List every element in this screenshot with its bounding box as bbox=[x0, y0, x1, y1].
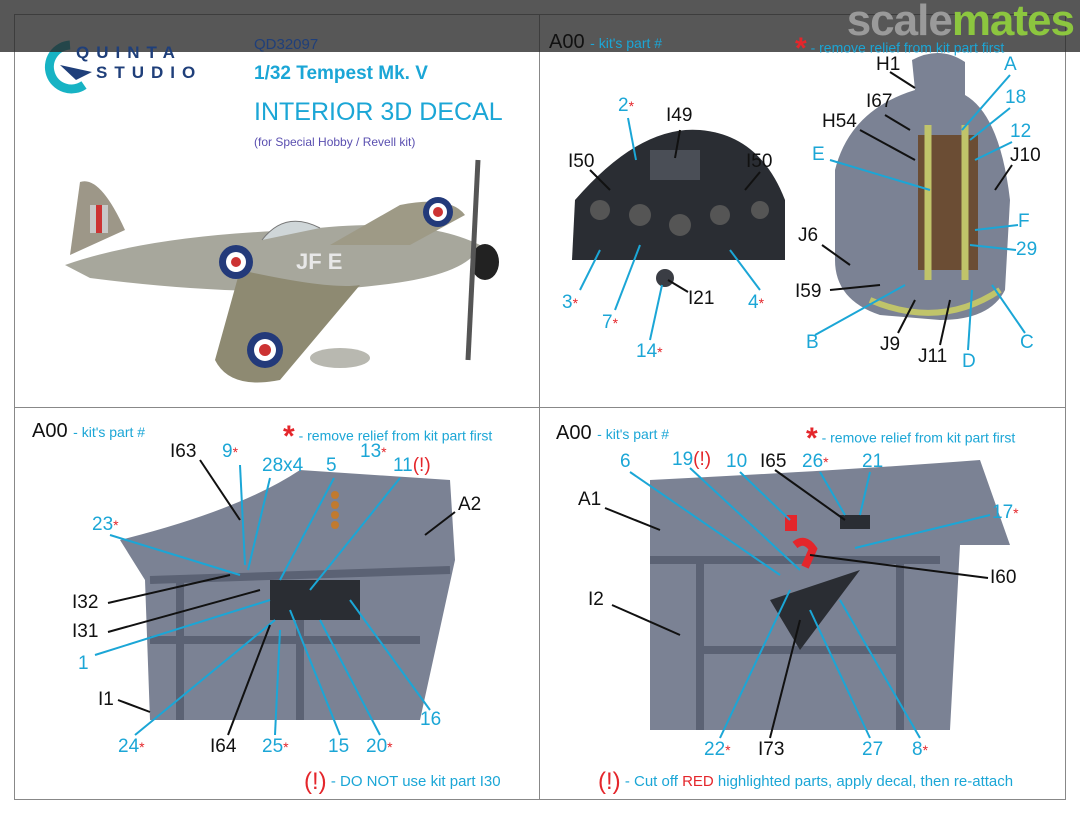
callout: J10 bbox=[1010, 145, 1041, 166]
product-compat: (for Special Hobby / Revell kit) bbox=[254, 135, 416, 149]
aircraft-illustration bbox=[65, 159, 499, 383]
cockpit-right-illustration bbox=[650, 460, 1010, 730]
legend-tr: A00 - kit's part # bbox=[549, 31, 663, 53]
callout: 2* bbox=[618, 95, 635, 116]
callout: 12 bbox=[1010, 121, 1032, 142]
asterisk-note-bl: * - remove relief from kit part first bbox=[283, 420, 493, 453]
callout: 10 bbox=[726, 451, 748, 472]
callout: I50 bbox=[746, 151, 773, 172]
callout: I65 bbox=[760, 451, 787, 472]
callout: 9* bbox=[222, 441, 239, 462]
callout: I67 bbox=[866, 91, 893, 112]
callout: 17* bbox=[992, 502, 1019, 523]
logo-line2: STUDIO bbox=[96, 63, 203, 82]
callout: I50 bbox=[568, 151, 595, 172]
callout: 16 bbox=[420, 709, 442, 730]
top-overlay-bar bbox=[0, 0, 1080, 52]
product-title: 1/32 Tempest Mk. V bbox=[254, 63, 428, 84]
callout: 26* bbox=[802, 451, 829, 472]
callout: I2 bbox=[588, 589, 604, 610]
callout: I49 bbox=[666, 105, 693, 126]
callout: 20* bbox=[366, 736, 393, 757]
callout: 6 bbox=[620, 451, 631, 472]
callout: I64 bbox=[210, 736, 237, 757]
cockpit-left-illustration bbox=[120, 470, 455, 720]
callout: I1 bbox=[98, 689, 114, 710]
callout: 8* bbox=[912, 739, 929, 760]
callout: 27 bbox=[862, 739, 884, 760]
callout: I32 bbox=[72, 592, 99, 613]
callout: F bbox=[1018, 211, 1030, 232]
footer-br: (!) - Cut off RED highlighted parts, app… bbox=[598, 768, 1014, 795]
seat-illustration bbox=[835, 52, 1010, 320]
product-subtitle: INTERIOR 3D DECAL bbox=[254, 98, 503, 126]
callout: I73 bbox=[758, 739, 785, 760]
callout: 24* bbox=[118, 736, 145, 757]
callout: C bbox=[1020, 332, 1034, 353]
callout: 15 bbox=[328, 736, 350, 757]
asterisk-note-br: * - remove relief from kit part first bbox=[806, 422, 1016, 455]
legend-bl: A00 - kit's part # bbox=[32, 420, 146, 442]
callout: J6 bbox=[798, 225, 819, 246]
callout: 21 bbox=[862, 451, 884, 472]
callout: 5 bbox=[326, 455, 337, 476]
callout: I63 bbox=[170, 441, 197, 462]
divider-horizontal bbox=[14, 407, 1066, 408]
legend-br: A00 - kit's part # bbox=[556, 422, 670, 444]
callout: 25* bbox=[262, 736, 289, 757]
callout: J9 bbox=[880, 334, 901, 355]
asterisk-note-tr: * - remove relief from kit part first bbox=[795, 32, 1005, 65]
callout: I31 bbox=[72, 621, 99, 642]
callout: 13* bbox=[360, 441, 387, 462]
product-code: QD32097 bbox=[254, 36, 319, 53]
callout: 29 bbox=[1016, 239, 1038, 260]
callout: 11(!) bbox=[393, 455, 431, 476]
callout: 7* bbox=[602, 312, 619, 333]
logo-line1: QUINTA bbox=[76, 43, 182, 62]
aircraft-code-letters: JF E bbox=[296, 249, 343, 274]
callout: 3* bbox=[562, 292, 579, 313]
callout: 23* bbox=[92, 514, 119, 535]
leader-lines bbox=[94, 74, 1026, 739]
callout: E bbox=[812, 144, 825, 165]
callout: I59 bbox=[795, 281, 822, 302]
callout: 1 bbox=[78, 653, 89, 674]
callout: 4* bbox=[748, 292, 765, 313]
footer-bl: (!) - DO NOT use kit part I30 bbox=[304, 768, 501, 795]
callout: I60 bbox=[990, 567, 1017, 588]
callout: B bbox=[806, 332, 819, 353]
callout: 14* bbox=[636, 341, 663, 362]
callout: 18 bbox=[1005, 87, 1027, 108]
callout: A bbox=[1004, 54, 1017, 75]
callout: I21 bbox=[688, 288, 715, 309]
callout: A2 bbox=[458, 494, 482, 515]
callout: J11 bbox=[918, 346, 948, 367]
scalemates-watermark: scalemates bbox=[846, 0, 1075, 45]
callout: A1 bbox=[578, 489, 602, 510]
callout: 22* bbox=[704, 739, 731, 760]
callout: D bbox=[962, 351, 976, 372]
callout: 19(!) bbox=[672, 449, 712, 470]
instrument-panel-illustration bbox=[572, 129, 785, 287]
callout: 28x4 bbox=[262, 455, 304, 476]
callout: H1 bbox=[876, 54, 901, 75]
callout: H54 bbox=[822, 111, 857, 132]
